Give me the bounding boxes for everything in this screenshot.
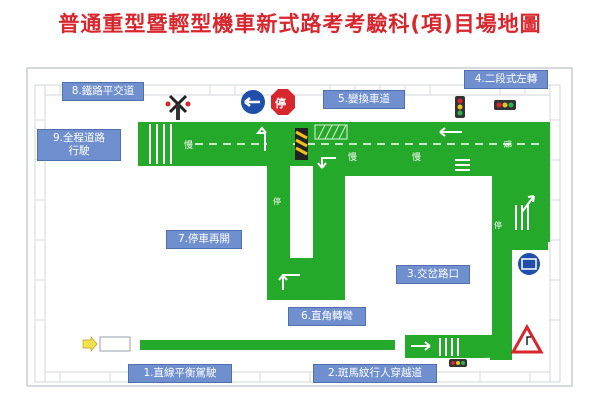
road-stop-restart-left [267, 122, 290, 298]
fence-left [34, 84, 46, 383]
road-mark-slow-3: 慢 [412, 151, 421, 163]
no-entry-sign-icon [241, 90, 265, 114]
callout-railway-crossing: 8.鐵路平交道 [62, 82, 144, 101]
gap-white [290, 187, 313, 257]
road-inner-white-corner [345, 175, 492, 335]
start-box [99, 336, 131, 352]
railway-tracks [149, 124, 172, 164]
hazard-stripes [295, 130, 308, 156]
two-stage-turn-sign-icon [518, 253, 540, 275]
zebra-crossing-bottom [439, 338, 459, 356]
callout-intersection: 3.交岔路口 [396, 265, 470, 284]
stop-sign-icon: 停 [271, 89, 295, 115]
callout-straight-balance: 1.直線平衡駕駛 [128, 364, 232, 383]
road-mark-stop-2: 停 [494, 220, 502, 230]
road-mark-slow-1: 慢 [184, 139, 193, 151]
map-border [26, 67, 573, 387]
arrow-right-bottom-icon [411, 341, 431, 351]
fence-bottom [34, 371, 561, 383]
zebra-crossing-top [314, 124, 348, 140]
callout-full-course-line1: 9.全程道路 [52, 132, 106, 144]
svg-text:停: 停 [275, 96, 286, 110]
callout-right-angle-turn: 6.直角轉彎 [288, 307, 366, 326]
arrow-right-up-icon [521, 195, 535, 213]
callout-stop-restart: 7.停車再開 [166, 230, 242, 249]
zebra-crossing-right [455, 159, 470, 171]
warning-triangle-icon [510, 323, 544, 354]
railway-crossing-icon [165, 94, 191, 120]
arrow-uturn-icon [317, 157, 336, 169]
road-stop-restart-right [313, 152, 345, 300]
traffic-light-horizontal-icon [494, 100, 516, 110]
zebra-crossing-lower [515, 205, 529, 230]
start-arrow-icon [82, 336, 98, 352]
arrow-bottom-turn-icon [278, 274, 300, 290]
arrow-left-turn-1-icon [255, 126, 267, 151]
callout-full-course-line2: 行駛 [68, 145, 90, 157]
road-mark-slow-4: 慢 [503, 140, 513, 148]
bottom-traffic-light-icon [449, 359, 467, 367]
page-title: 普通重型暨輕型機車新式路考考驗科(項)目場地圖 [58, 12, 542, 36]
road-mark-slow-2: 慢 [348, 151, 357, 163]
road-straight-balance [140, 340, 395, 350]
arrow-left-top-icon [439, 127, 462, 137]
fence-right [549, 84, 561, 383]
callout-change-lane: 5.變換車道 [323, 90, 405, 109]
road-mark-stop-1: 停 [273, 196, 281, 206]
callout-zebra-crossing: 2.斑馬紋行人穿越道 [313, 364, 437, 383]
callout-full-course-driving: 9.全程道路 行駛 [37, 129, 121, 161]
callout-two-stage-left-turn: 4.二段式左轉 [464, 70, 548, 89]
traffic-light-icon [455, 96, 465, 118]
